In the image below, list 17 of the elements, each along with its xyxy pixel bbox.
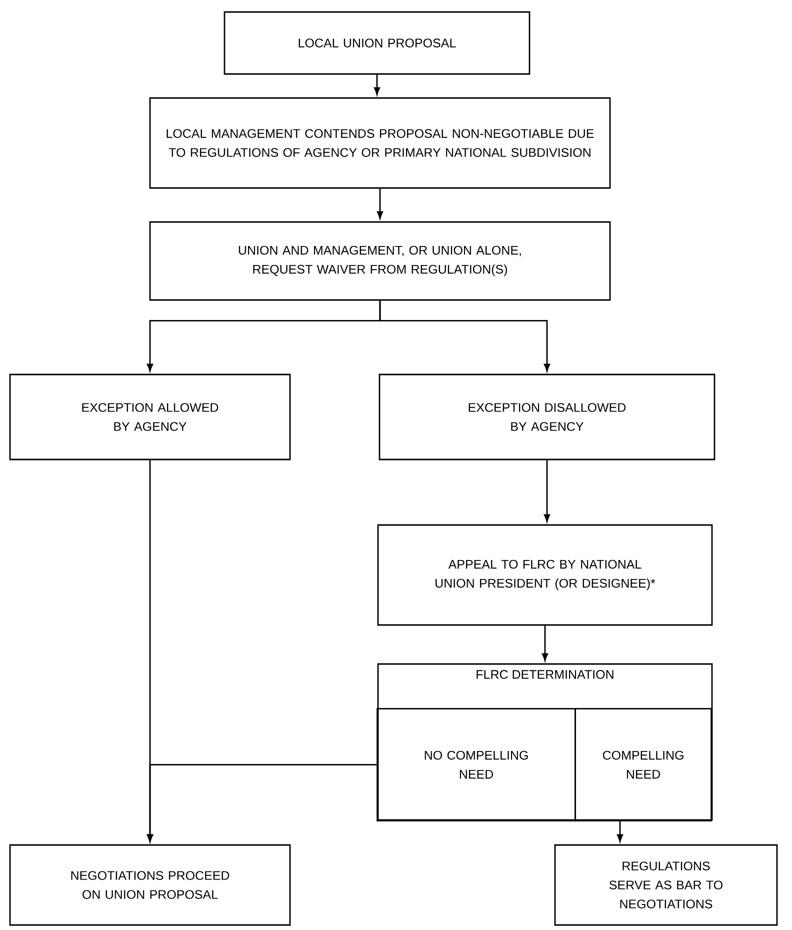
arrow [376,188,384,219]
process-box: NEGOTIATIONS PROCEED ON UNION PROPOSAL [9,844,291,926]
process-box: LOCAL MANAGEMENT CONTENDS PROPOSAL NON-NEGOTIABLE DUE TO REGULATIONS OF AGENCY OR PRIMARY NATIONAL SUBDIVISION [149,97,611,189]
process-box: REGULATIONS SERVE AS BAR TO NEGOTIATIONS [554,844,778,926]
process-box: UNION AND MANAGEMENT, OR UNION ALONE, REQUEST WAIVER FROM REGULATION(S) [149,221,611,301]
outcome-box: COMPELLING NEED [574,708,712,822]
process-box: APPEAL TO FLRC BY NATIONAL UNION PRESIDENT (OR DESIGNEE)* [377,524,713,626]
arrow [616,821,624,842]
process-box: LOCAL UNION PROPOSAL [224,11,530,75]
arrow [379,300,550,372]
process-box: EXCEPTION ALLOWED BY AGENCY [9,374,291,460]
arrow [544,460,550,522]
arrow [146,460,154,842]
process-box: EXCEPTION DISALLOWED BY AGENCY [378,374,716,460]
arrow [374,74,380,95]
outcome-box: NO COMPELLING NEED [376,708,576,822]
arrow [542,626,548,661]
